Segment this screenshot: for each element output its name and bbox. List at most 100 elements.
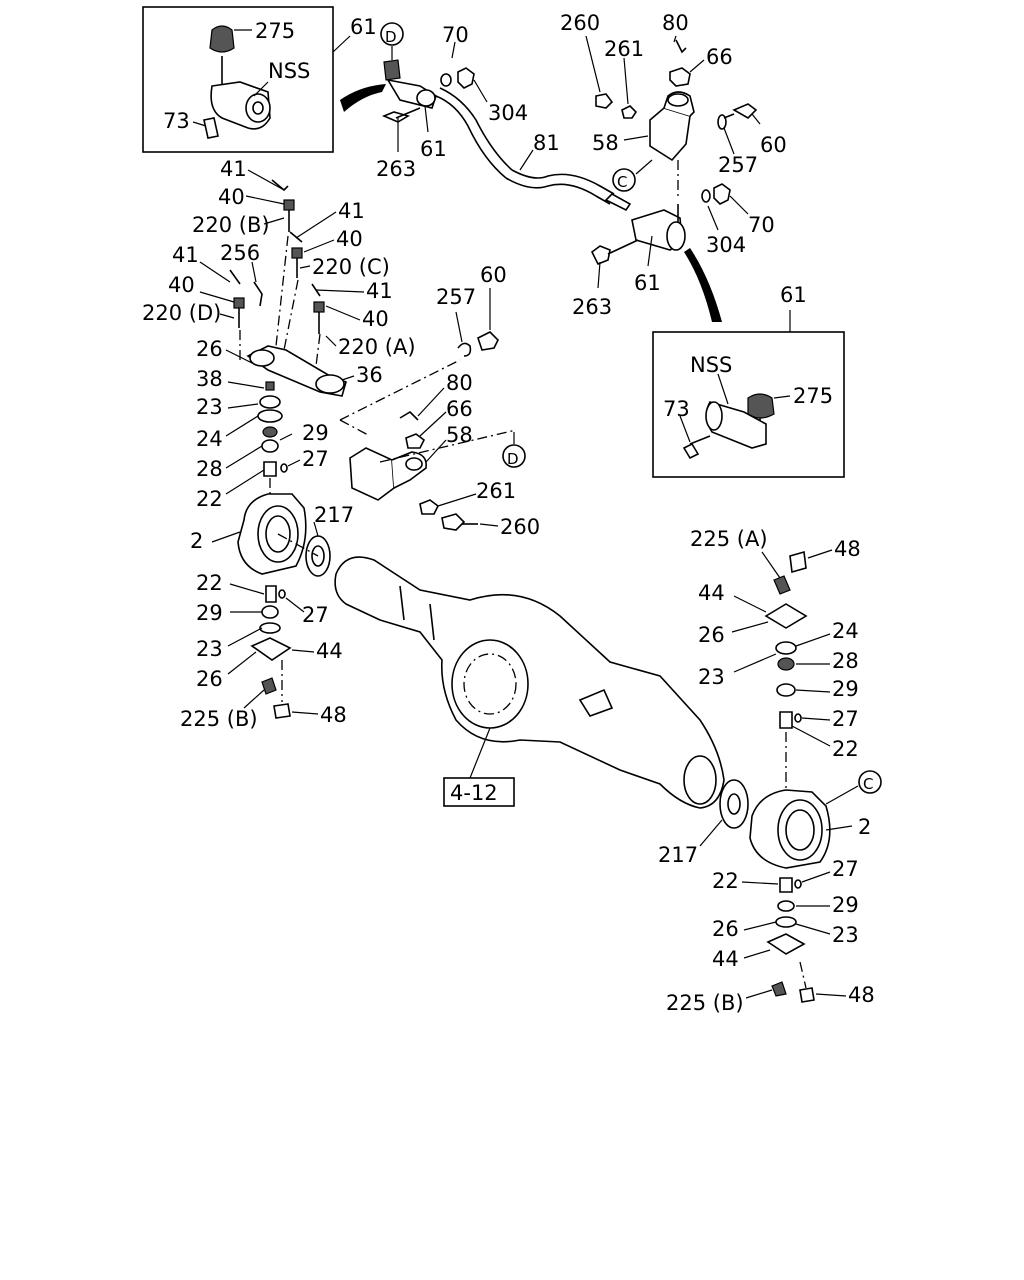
- inset-left: 275 NSS 73: [142, 6, 334, 153]
- marker-c-right: [858, 770, 882, 794]
- callout-81: 81: [533, 131, 560, 155]
- callout-24-rk: 24: [832, 619, 859, 643]
- callout-61-inset-right: 61: [780, 283, 807, 307]
- callout-41-d: 41: [366, 279, 393, 303]
- callout-40-d: 40: [362, 307, 389, 331]
- callout-23-lk: 23: [196, 395, 223, 419]
- callout-70-right: 70: [748, 213, 775, 237]
- callout-260-arm: 260: [560, 11, 600, 35]
- callout-263-top: 263: [376, 157, 416, 181]
- inset-right-275-label: 275: [793, 384, 833, 408]
- inset-left-275-label: 275: [255, 19, 295, 43]
- callout-257-arm: 257: [718, 153, 758, 177]
- inset-right-nss-label: NSS: [690, 353, 732, 377]
- callout-217-rk: 217: [658, 843, 698, 867]
- callout-58-mid: 58: [446, 423, 473, 447]
- callout-28-lk: 28: [196, 457, 223, 481]
- right-knuckle-assembly: C 225 (A) 48 44 26 24 23: [666, 527, 882, 1015]
- inset-left-73-label: 73: [163, 109, 190, 133]
- callout-217-lk: 217: [314, 503, 354, 527]
- steering-arm-right: C 260 261 80 66 58 60 257: [560, 11, 787, 200]
- callout-48-rk: 48: [834, 537, 861, 561]
- callout-256: 256: [220, 241, 260, 265]
- tie-rod-assembly: D 70 304 263 61 81: [376, 22, 632, 212]
- callout-26b-lk: 26: [196, 667, 223, 691]
- callout-80-mid: 80: [446, 371, 473, 395]
- callout-225a-rk: 225 (A): [690, 527, 768, 551]
- tie-rod-end-right: 70 304 263 61: [572, 183, 775, 322]
- callout-22-rk: 22: [832, 737, 859, 761]
- callout-220d: 220 (D): [142, 301, 221, 325]
- callout-29b-lk: 29: [196, 601, 223, 625]
- callout-22b-lk: 22: [196, 571, 223, 595]
- callout-44b-rk: 44: [712, 947, 739, 971]
- callout-26-dl: 26: [196, 337, 223, 361]
- inset-right-73-label: 73: [663, 397, 690, 421]
- callout-28-rk: 28: [832, 649, 859, 673]
- callout-304-right: 304: [706, 233, 746, 257]
- inset-right: 61 275 NSS 73: [652, 283, 845, 478]
- callout-260-mid: 260: [500, 515, 540, 539]
- callout-220a: 220 (A): [338, 335, 416, 359]
- callout-304-top: 304: [488, 101, 528, 125]
- callout-48-lk: 48: [320, 703, 347, 727]
- callout-60-arm: 60: [760, 133, 787, 157]
- callout-58-arm: 58: [592, 131, 619, 155]
- callout-220b: 220 (B): [192, 213, 270, 237]
- callout-27-lk: 27: [302, 447, 329, 471]
- callout-40-c: 40: [168, 273, 195, 297]
- callout-27-rk: 27: [832, 707, 859, 731]
- callout-27b-rk: 27: [832, 857, 859, 881]
- callout-38: 38: [196, 367, 223, 391]
- callout-70-top: 70: [442, 23, 469, 47]
- callout-36: 36: [356, 363, 383, 387]
- callout-48b-rk: 48: [848, 983, 875, 1007]
- callout-29-lk: 29: [302, 421, 329, 445]
- callout-26-rk: 26: [698, 623, 725, 647]
- callout-225b-rk: 225 (B): [666, 991, 744, 1015]
- reference-box-4-12: 4-12: [450, 781, 498, 805]
- callout-41-a: 41: [220, 157, 247, 181]
- axle-housing: 4-12 217: [334, 556, 749, 867]
- svg-text:D: D: [385, 28, 397, 46]
- callout-26b-rk: 26: [712, 917, 739, 941]
- callout-261-arm: 261: [604, 37, 644, 61]
- callout-66-mid: 66: [446, 397, 473, 421]
- left-knuckle-assembly: 38 23 24 29 28 27 22 2 217 22 29 27 23 4…: [180, 367, 354, 731]
- callout-2-rk: 2: [858, 815, 871, 839]
- pointer-arrow-left: [340, 84, 386, 112]
- svg-text:C: C: [863, 775, 873, 793]
- callout-60-mid: 60: [480, 263, 507, 287]
- callout-61-inset-left: 61: [350, 15, 377, 39]
- callout-61-top: 61: [420, 137, 447, 161]
- callout-23b-lk: 23: [196, 637, 223, 661]
- svg-text:D: D: [507, 450, 519, 468]
- callout-225b-lk: 225 (B): [180, 707, 258, 731]
- callout-44-rk: 44: [698, 581, 725, 605]
- callout-22b-rk: 22: [712, 869, 739, 893]
- steering-arm-middle: D 257 60 80 66 58 261 260: [339, 263, 540, 539]
- drag-link-assembly: 41 40 220 (B) 41 40 220 (C) 41 256 40 22…: [142, 157, 416, 397]
- callout-61-right: 61: [634, 271, 661, 295]
- svg-text:C: C: [617, 173, 627, 191]
- callout-40-b: 40: [336, 227, 363, 251]
- callout-22-lk: 22: [196, 487, 223, 511]
- callout-2-lk: 2: [190, 529, 203, 553]
- inset-left-nss-label: NSS: [268, 59, 310, 83]
- callout-44-lk: 44: [316, 639, 343, 663]
- callout-41-b: 41: [338, 199, 365, 223]
- marker-d-top: [380, 22, 404, 46]
- callout-261-mid: 261: [476, 479, 516, 503]
- marker-c-top: [612, 168, 636, 192]
- callout-80-arm: 80: [662, 11, 689, 35]
- callout-24-lk: 24: [196, 427, 223, 451]
- callout-40-a: 40: [218, 185, 245, 209]
- callout-23b-rk: 23: [832, 923, 859, 947]
- callout-41-c: 41: [172, 243, 199, 267]
- callout-263-right: 263: [572, 295, 612, 319]
- marker-d-mid: [502, 444, 526, 468]
- callout-27b-lk: 27: [302, 603, 329, 627]
- callout-23-rk: 23: [698, 665, 725, 689]
